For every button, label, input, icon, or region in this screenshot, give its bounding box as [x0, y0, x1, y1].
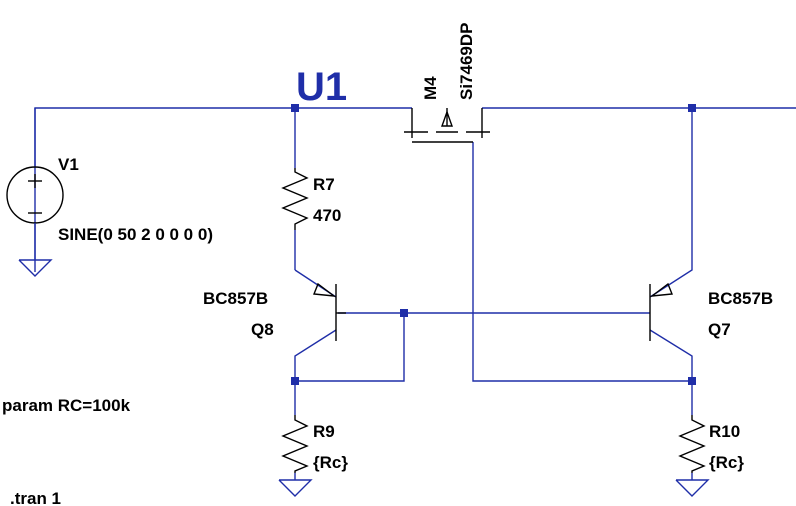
v1-value-label: SINE(0 50 2 0 0 0 0): [58, 225, 213, 244]
wire-q8-diode-link[interactable]: [295, 313, 405, 382]
r7-name-label: R7: [313, 175, 335, 194]
m4-body-arrow: [441, 109, 453, 127]
r7-value-label: 470: [313, 206, 341, 225]
voltage-source-v1[interactable]: [6, 166, 64, 260]
ground-v1: [18, 259, 53, 277]
wire-q7-collector[interactable]: [649, 329, 693, 381]
r10-value-label: {Rc}: [709, 453, 744, 472]
ground-r9: [278, 479, 313, 497]
tran-directive[interactable]: .tran 1: [10, 489, 61, 506]
labels: U1 V1 SINE(0 50 2 0 0 0 0) M4 Si7469DP R…: [2, 23, 773, 506]
junctions: [291, 104, 696, 385]
wire-q7-emitter[interactable]: [649, 108, 693, 298]
mosfet-m4[interactable]: [404, 108, 490, 143]
param-directive[interactable]: param RC=100k: [2, 396, 131, 415]
net-label-u1[interactable]: U1: [296, 65, 347, 109]
resistor-r9[interactable]: [281, 415, 309, 473]
junction-q7-emitter-rail: [688, 104, 696, 112]
junction-q8-collector: [291, 377, 299, 385]
resistor-r7[interactable]: [281, 168, 309, 230]
ground-r10: [675, 479, 710, 497]
q7-emitter-arrow: [649, 282, 673, 297]
wire-mosfet-gate[interactable]: [472, 142, 692, 382]
q7-name-label: Q7: [708, 320, 731, 339]
r9-value-label: {Rc}: [313, 453, 348, 472]
wires: [34, 107, 796, 480]
q8-model-label: BC857B: [203, 289, 268, 308]
junction-r7-top: [291, 104, 299, 112]
m4-model-label: Si7469DP: [457, 23, 476, 101]
resistor-r10[interactable]: [678, 415, 706, 473]
q8-emitter-arrow: [313, 282, 337, 297]
v1-name-label: V1: [58, 155, 79, 174]
q8-name-label: Q8: [251, 320, 274, 339]
q7-model-label: BC857B: [708, 289, 773, 308]
wire-q8-collector[interactable]: [294, 329, 337, 381]
transistor-q7[interactable]: [649, 282, 673, 341]
junction-base-bus: [400, 309, 408, 317]
transistor-q8[interactable]: [313, 282, 346, 341]
r10-name-label: R10: [709, 422, 740, 441]
wire-top-rail-left[interactable]: [34, 107, 412, 272]
junction-q7-collector: [688, 377, 696, 385]
m4-name-label: M4: [421, 76, 440, 100]
r9-name-label: R9: [313, 422, 335, 441]
